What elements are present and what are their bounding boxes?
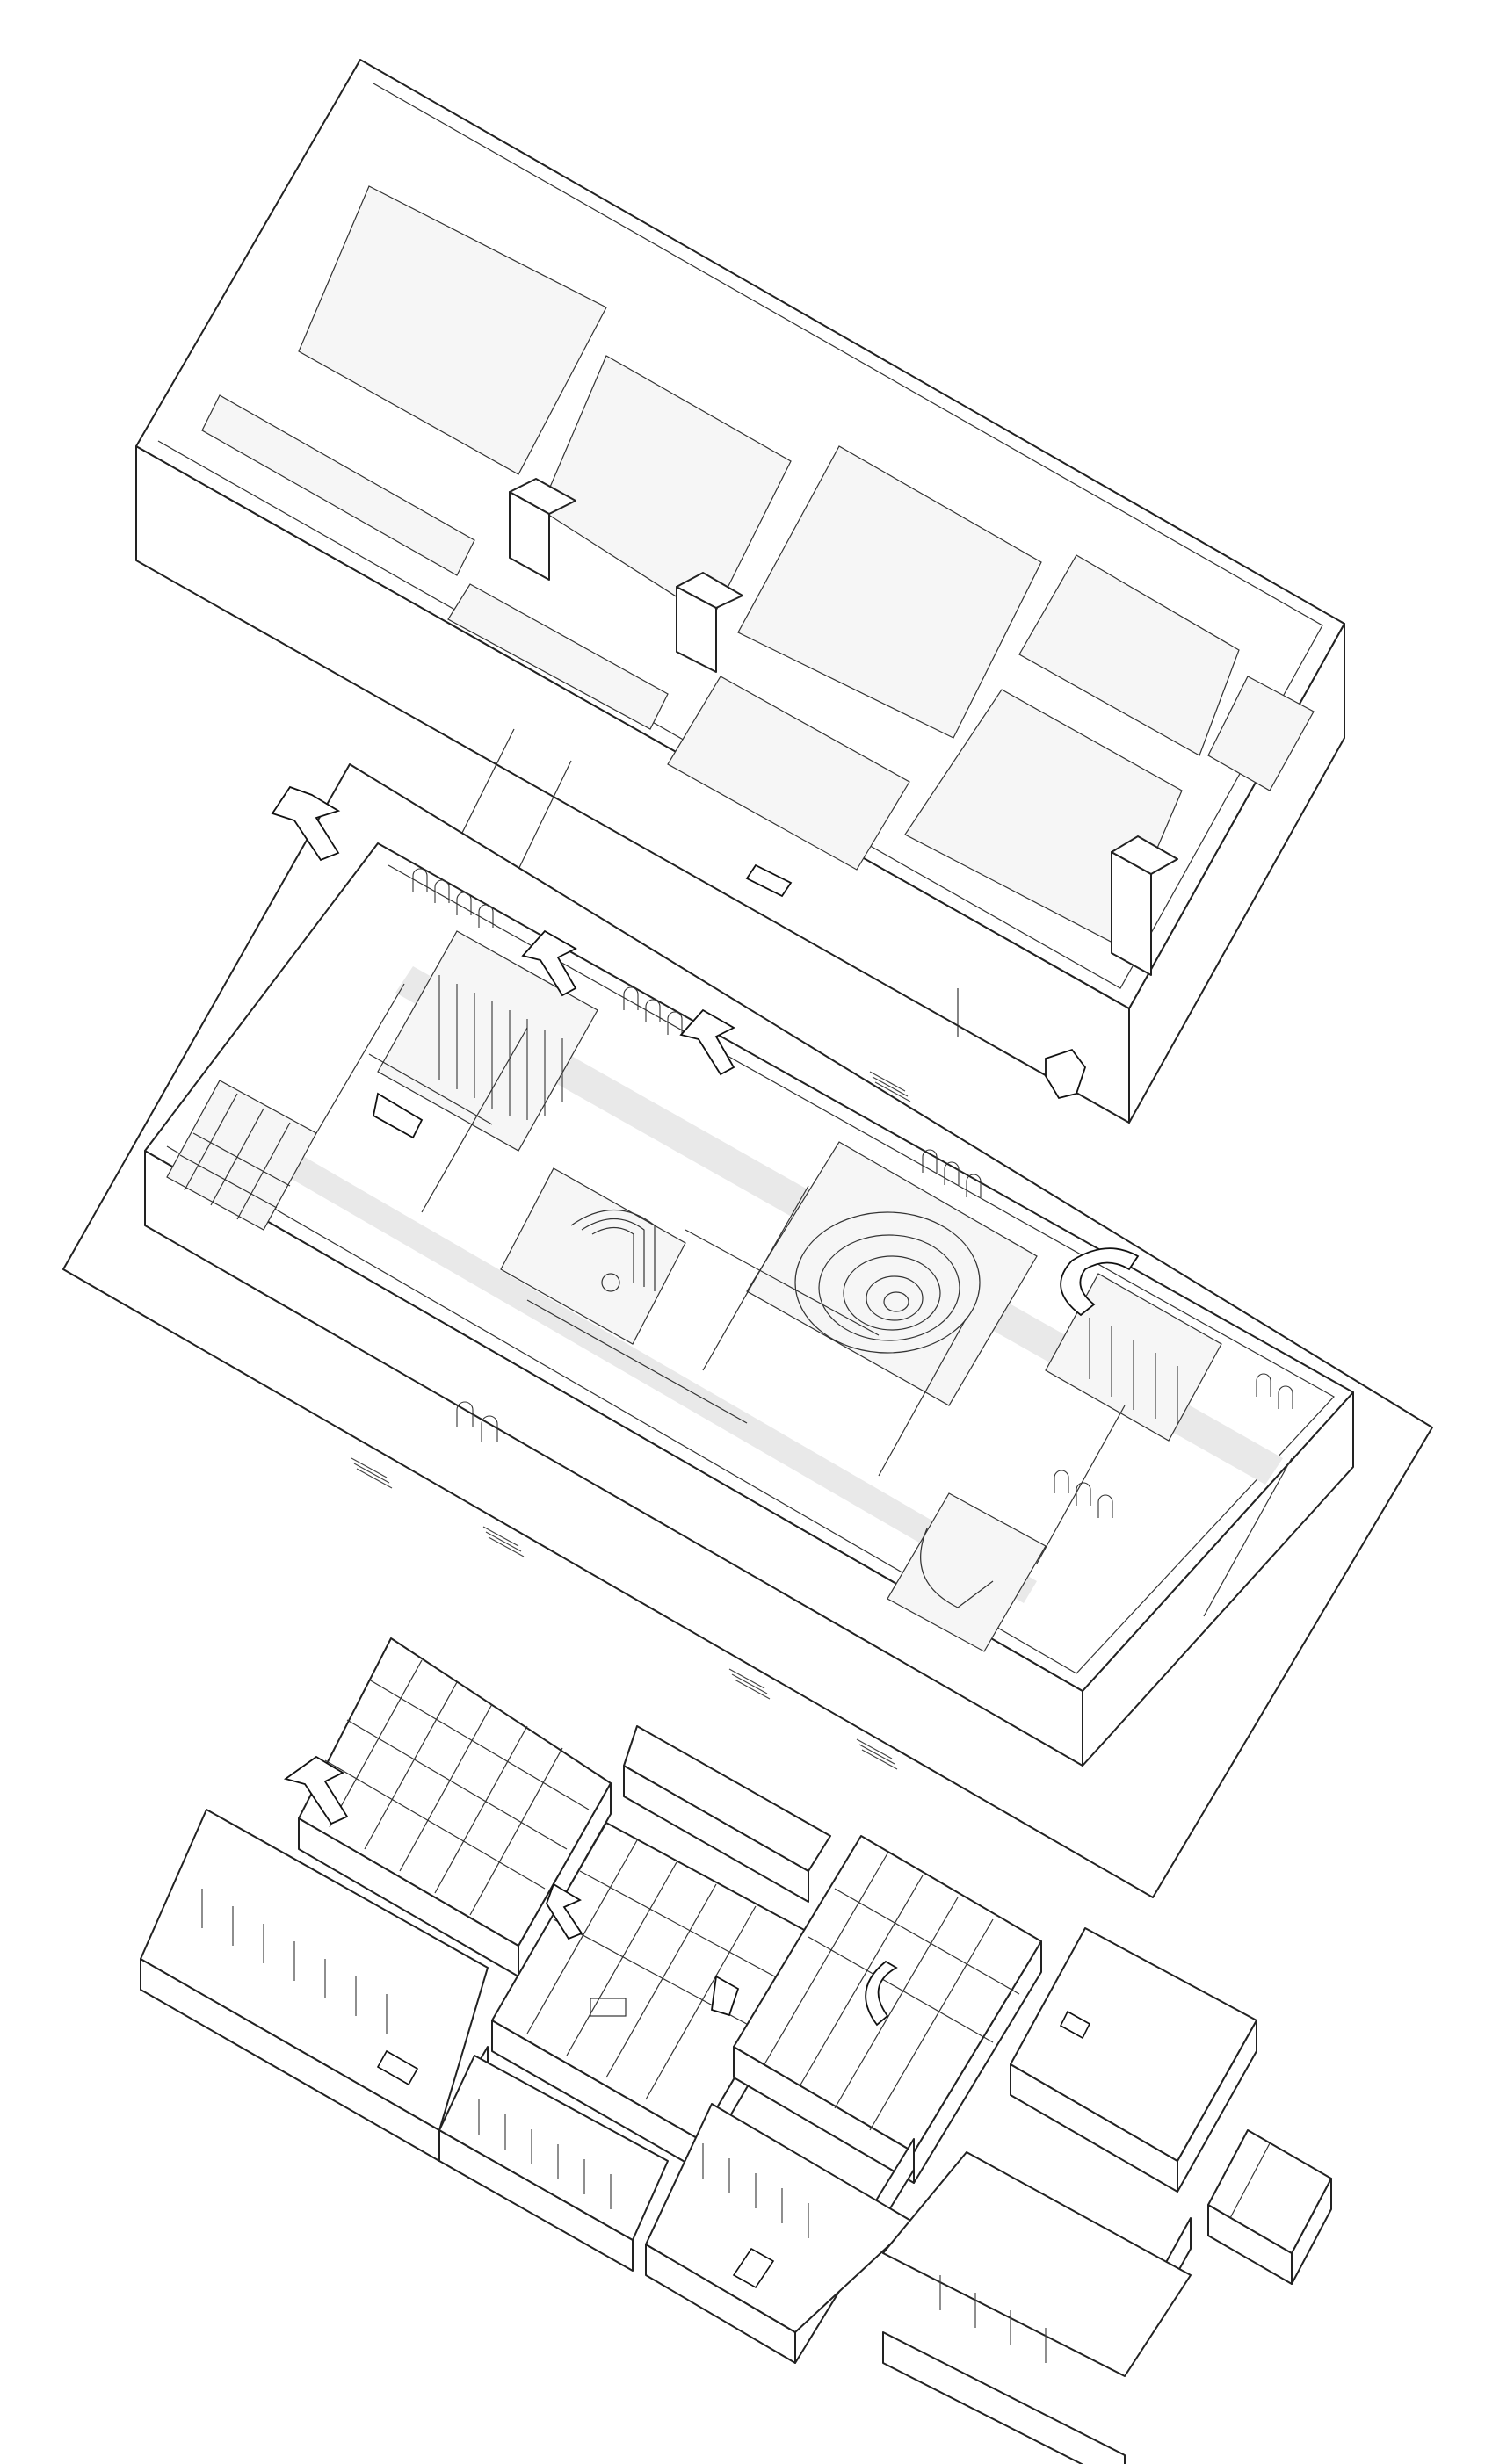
upper-room-g [447,583,669,730]
left-grid-room [166,1080,317,1231]
ground-partitions [315,983,1293,1617]
lower-block-south [645,2103,915,2364]
upper-room-a [298,185,607,475]
lower-floor-level [140,1637,1332,2464]
upper-room-h [201,394,475,576]
lower-block-tower [1010,1927,1257,2193]
lower-block-east [733,1835,1042,2184]
column-grid-room [377,930,598,1152]
ground-floor-level [62,763,1433,1898]
upper-stair-tower-a [509,478,576,581]
upper-room-c [737,445,1042,739]
lower-block-narrow [623,1725,831,1903]
spiral-stair-icon [271,785,1140,1317]
straight-stair-icon [283,1755,775,2289]
upper-room-d [1018,554,1240,756]
lower-block-cells [298,1637,612,1977]
curved-wall-room [887,1492,1047,1652]
spiral-courtyard [746,1141,1038,1406]
upper-room-i [1207,676,1315,791]
right-partition-room [1045,1273,1222,1442]
upper-floor-level [135,59,1345,1124]
lower-block-colonnade [438,2055,669,2272]
lower-block-annex [882,2151,1192,2464]
entry-steps-icon [351,1071,911,1770]
upper-room-f [667,676,910,871]
amphitheatre-room [500,1167,686,1345]
lower-block-small [1207,2129,1332,2285]
upper-stair-tower-b [676,572,743,673]
vaulted-arch-icon [412,868,1293,1518]
upper-stair-tower-c [1111,835,1178,976]
